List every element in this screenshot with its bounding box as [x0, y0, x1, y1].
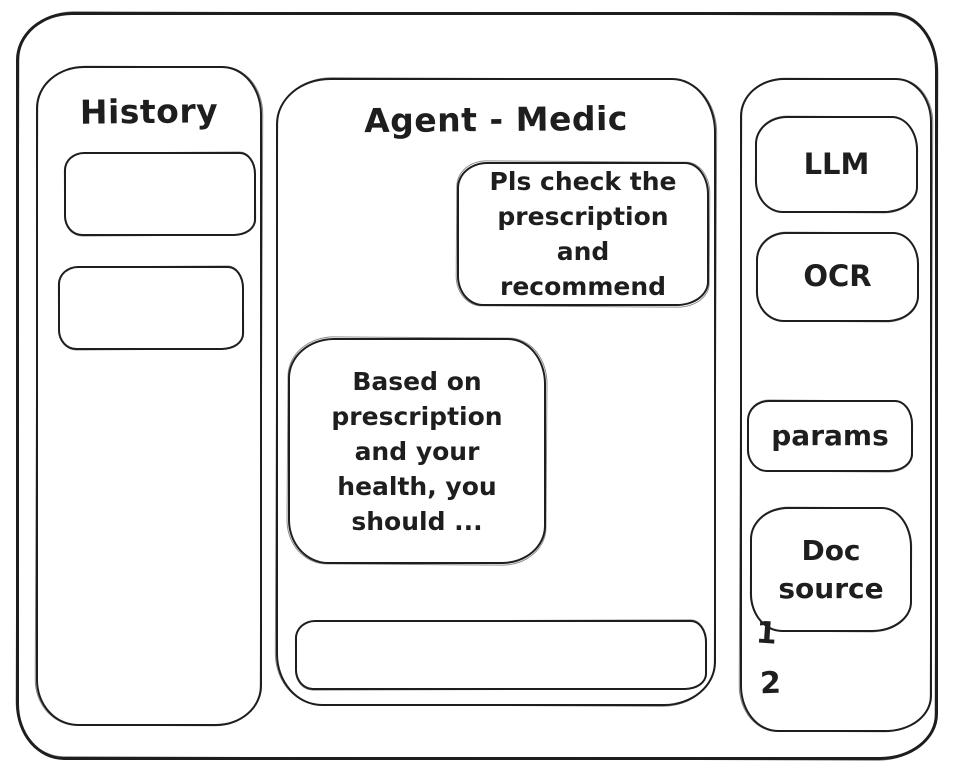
- doc-source-item-1[interactable]: 1: [754, 615, 779, 652]
- params-button[interactable]: params: [747, 400, 913, 472]
- chat-panel: Agent - Medic Pls check the prescription…: [276, 78, 716, 706]
- message-input[interactable]: [295, 620, 707, 690]
- doc-source-button[interactable]: Doc source: [750, 507, 912, 632]
- llm-button[interactable]: LLM: [755, 116, 918, 213]
- history-title: History: [79, 91, 219, 132]
- history-item[interactable]: [64, 152, 256, 236]
- history-panel: History: [36, 66, 262, 726]
- ocr-button[interactable]: OCR: [756, 232, 919, 322]
- doc-source-item-2[interactable]: 2: [759, 665, 782, 702]
- doc-source-label: Doc source: [778, 533, 884, 605]
- history-item[interactable]: [58, 266, 244, 350]
- tools-panel: LLM OCR params Doc source 1 2: [740, 78, 932, 732]
- user-message-bubble: Pls check the prescription and recommend: [457, 162, 709, 306]
- agent-message-bubble: Based on prescription and your health, y…: [288, 338, 546, 564]
- chat-title: Agent - Medic: [363, 98, 629, 141]
